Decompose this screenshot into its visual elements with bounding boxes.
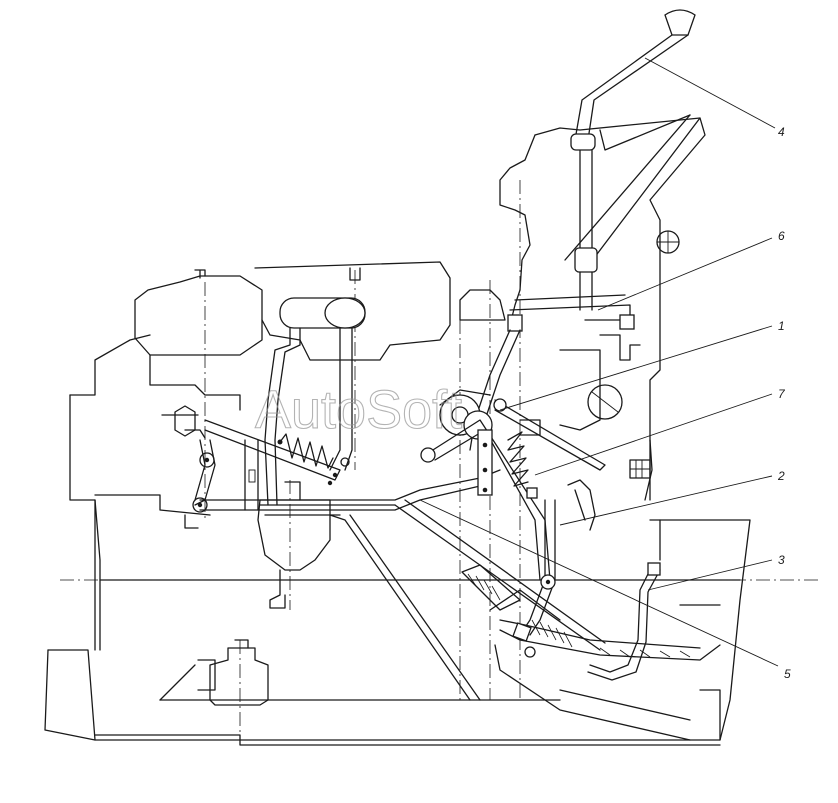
cross-shaft-mechanism: [420, 329, 606, 581]
callout-leaders: [419, 57, 779, 667]
watermark-text: AutoSoft: [255, 380, 462, 440]
engine-block: [94, 261, 451, 610]
callout-1: 1: [778, 319, 785, 333]
lower-channel: [461, 564, 521, 611]
lower-lever: [489, 479, 721, 741]
pedal-tube: [244, 297, 366, 511]
gear-shift-lever: [507, 9, 696, 332]
callout-4: 4: [778, 125, 785, 139]
callout-7: 7: [778, 387, 786, 401]
callout-6: 6: [778, 229, 785, 243]
callout-3: 3: [778, 553, 785, 567]
callout-5: 5: [784, 667, 791, 681]
callout-labels: 4 6 1 7 2 3 5: [777, 125, 791, 681]
long-rod: [199, 469, 606, 701]
left-linkage: [161, 405, 341, 513]
pedal-rod: [587, 439, 661, 681]
callout-2: 2: [777, 469, 785, 483]
bottom-fittings: [159, 639, 269, 745]
